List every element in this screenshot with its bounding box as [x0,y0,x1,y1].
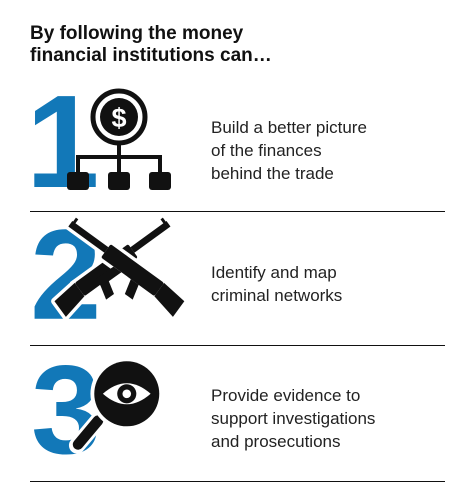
crossed-rifles-icon [51,216,188,321]
step-2-text: Identify and map criminal networks [211,263,343,305]
magnifier-eye-icon [68,357,164,454]
step-3-text: Provide evidence to support investigatio… [211,386,376,451]
title-line-2: financial institutions can… [30,45,272,66]
divider-3 [30,481,445,482]
step-1-number: 1 [26,82,99,212]
step-2-graphic: 2 [30,212,188,342]
step-3-graphic: 3 [31,346,164,476]
step-1-graphic: 1 $ [26,82,171,212]
step-3: 3 Provide evidence to support investigat… [0,346,474,482]
svg-text:$: $ [111,103,126,133]
step-2: 2 [0,212,474,346]
page-title: By following the money financial institu… [30,23,450,67]
divider-1 [30,211,445,212]
step-3-number: 3 [31,346,101,476]
divider-2 [30,345,445,346]
title-line-1: By following the money [30,23,244,44]
dollar-hierarchy-icon: $ [67,88,171,190]
step-1-text: Build a better picture of the finances b… [211,118,367,183]
step-1: 1 $ Build a better picture of the financ… [0,82,474,212]
